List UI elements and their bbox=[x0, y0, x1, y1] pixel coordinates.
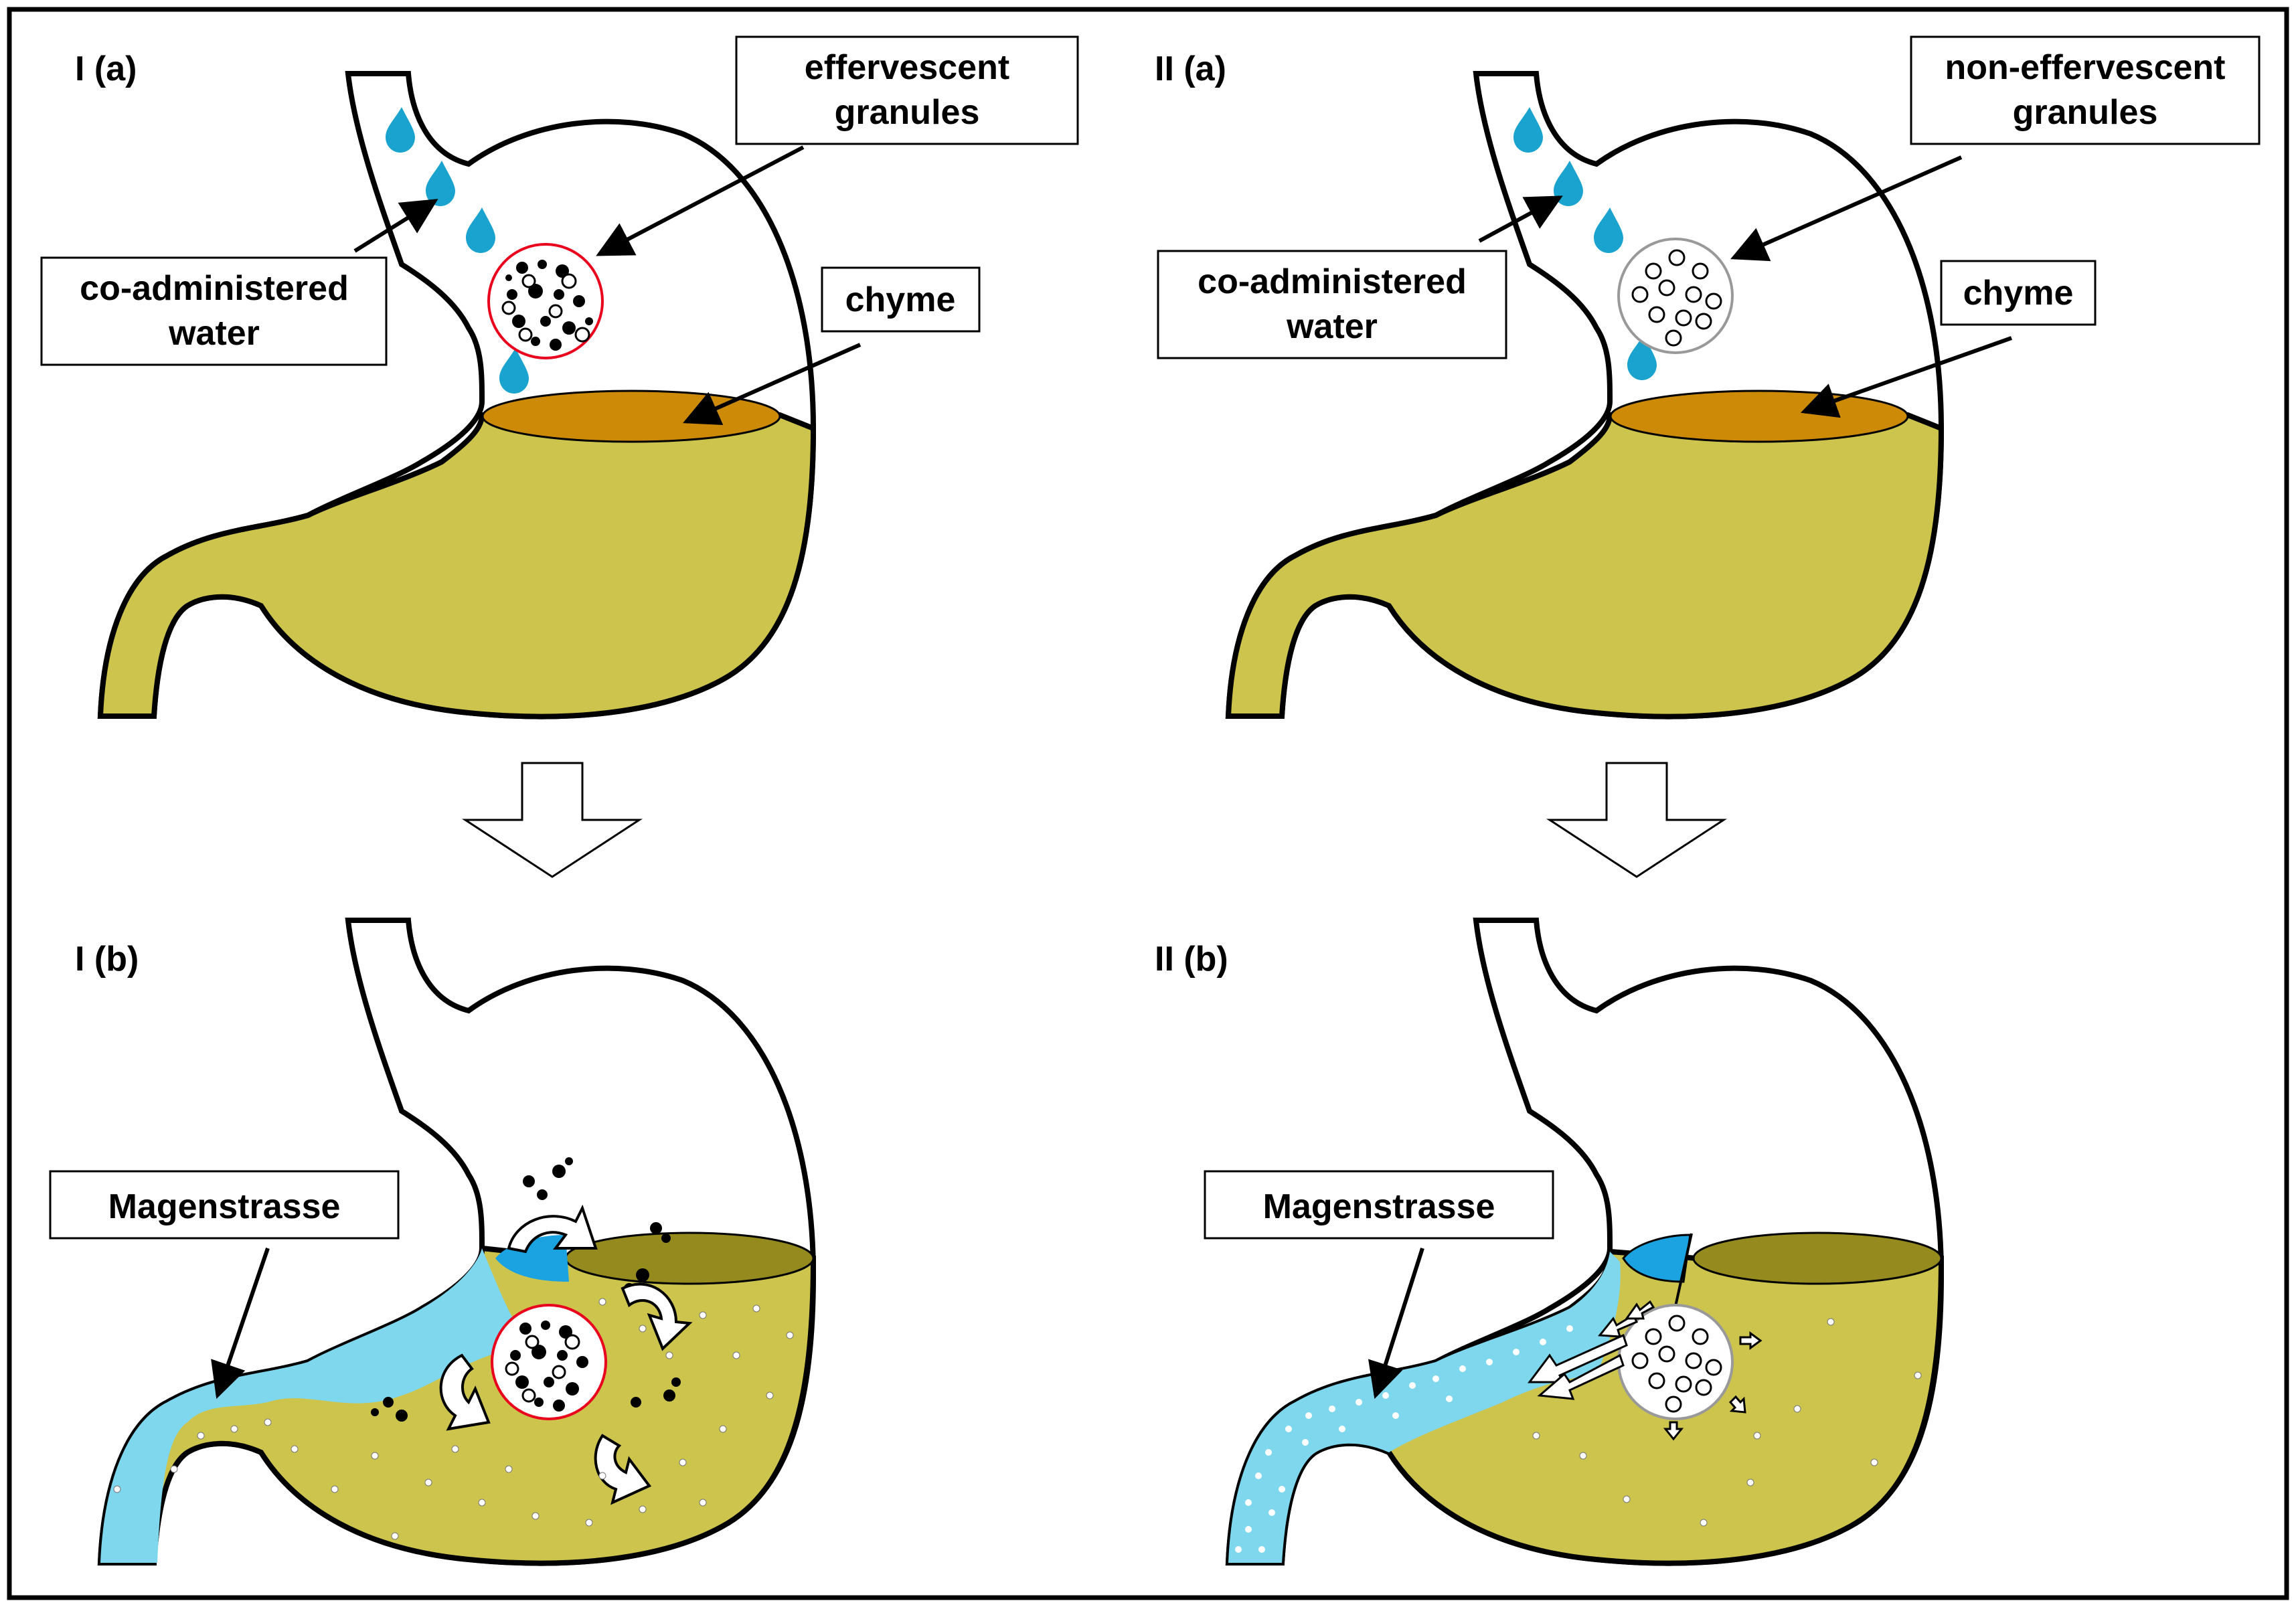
granule-label-line2: granules bbox=[2013, 93, 2158, 132]
swirl-arrow-icon bbox=[621, 1282, 693, 1351]
granule-pellets bbox=[1631, 1315, 1722, 1413]
granule-pellets bbox=[1631, 249, 1722, 347]
water-arrow bbox=[1478, 195, 1563, 243]
water-label-line1: co-administered bbox=[80, 269, 349, 308]
chyme-label: chyme bbox=[1963, 274, 2074, 313]
panel-label: II (b) bbox=[1155, 940, 1228, 979]
drop-icon bbox=[499, 348, 529, 394]
swirl-arrow-icon bbox=[439, 1353, 491, 1431]
drop-icon bbox=[466, 207, 495, 253]
water-drops bbox=[1513, 107, 1657, 380]
water-label-line2: water bbox=[1286, 307, 1378, 346]
release-arrow-icon bbox=[1739, 1331, 1762, 1350]
swirl-arrows bbox=[439, 1204, 693, 1505]
release-arrow-icon bbox=[1728, 1395, 1746, 1414]
magenstrasse-arrow bbox=[211, 1248, 270, 1400]
granule-label-line1: effervescent bbox=[805, 48, 1009, 87]
magenstrasse-path bbox=[100, 1248, 529, 1563]
release-arrows bbox=[1528, 1300, 1762, 1441]
chyme-fill bbox=[1225, 412, 1945, 720]
release-arrow-icon bbox=[1537, 1353, 1625, 1400]
water-label-line2: water bbox=[168, 314, 260, 353]
divider-line bbox=[1672, 1233, 1693, 1316]
chyme-label-box bbox=[821, 266, 981, 333]
granule-bubbles bbox=[505, 260, 593, 351]
panel-Ia: I (a) effervescent granules co-administe… bbox=[40, 35, 1079, 720]
granule-label-box bbox=[1910, 35, 2261, 145]
swirl-arrow-icon bbox=[507, 1204, 598, 1254]
gas-bubbles bbox=[371, 1157, 681, 1422]
drop-icon bbox=[1594, 207, 1623, 253]
magenstrasse-path bbox=[1228, 1252, 1621, 1563]
water-arrow bbox=[353, 199, 438, 253]
swirl-arrow-icon bbox=[594, 1434, 652, 1505]
water-drops bbox=[386, 107, 529, 394]
granule-label-line1: non-effervescent bbox=[1945, 48, 2226, 87]
granule-label-box bbox=[735, 35, 1079, 145]
water-label-line1: co-administered bbox=[1198, 262, 1467, 301]
magenstrasse-label: Magenstrasse bbox=[1263, 1187, 1495, 1226]
panel-label: II (a) bbox=[1155, 50, 1226, 88]
magenstrasse-arrow bbox=[1368, 1248, 1424, 1400]
panel-label: I (b) bbox=[75, 940, 139, 979]
chyme-arrow bbox=[683, 343, 862, 426]
down-arrow bbox=[1546, 762, 1728, 878]
magenstrasse-label-box bbox=[49, 1170, 400, 1240]
release-arrow-icon bbox=[1663, 1421, 1684, 1441]
granule-arrow bbox=[1730, 155, 1963, 262]
granule-label-line2: granules bbox=[835, 93, 980, 132]
release-arrow-icon bbox=[1598, 1313, 1639, 1338]
figure-frame bbox=[7, 7, 2289, 1600]
panel-Ib: I (b) Magenstrasse bbox=[49, 918, 817, 1566]
drop-icon bbox=[386, 107, 415, 153]
chyme-label-box bbox=[1940, 260, 2097, 326]
release-arrow-icon bbox=[1528, 1333, 1628, 1383]
chyme-fill bbox=[97, 412, 817, 720]
drop-icon bbox=[426, 161, 455, 206]
chyme-label: chyme bbox=[845, 280, 956, 319]
drop-icon bbox=[1513, 107, 1543, 153]
water-label-box bbox=[1157, 250, 1507, 359]
granule-open-bubbles bbox=[501, 273, 590, 343]
dispersed-particles bbox=[113, 1298, 794, 1540]
down-arrow bbox=[461, 762, 643, 878]
chyme-surface bbox=[1692, 1232, 1943, 1285]
drop-icon bbox=[1627, 335, 1657, 380]
dispersed-particles bbox=[1532, 1318, 1922, 1527]
drop-icon bbox=[1554, 161, 1583, 206]
chyme-surface bbox=[564, 1232, 815, 1285]
water-label-box bbox=[40, 256, 388, 366]
panel-IIb: II (b) Magenstrasse bbox=[1155, 918, 1945, 1566]
chyme-surface bbox=[1609, 390, 1909, 443]
magenstrasse-label-box bbox=[1204, 1170, 1554, 1240]
magenstrasse-particles bbox=[1235, 1325, 1573, 1553]
chyme-arrow bbox=[1800, 336, 2013, 418]
magenstrasse-label: Magenstrasse bbox=[108, 1187, 341, 1226]
release-arrow-icon bbox=[1625, 1300, 1655, 1320]
granule-arrow bbox=[596, 145, 805, 256]
granule-open-bubbles bbox=[505, 1334, 580, 1403]
panel-label: I (a) bbox=[75, 50, 137, 88]
panel-IIa: II (a) non-effervescent granules co-admi… bbox=[1155, 35, 2261, 720]
